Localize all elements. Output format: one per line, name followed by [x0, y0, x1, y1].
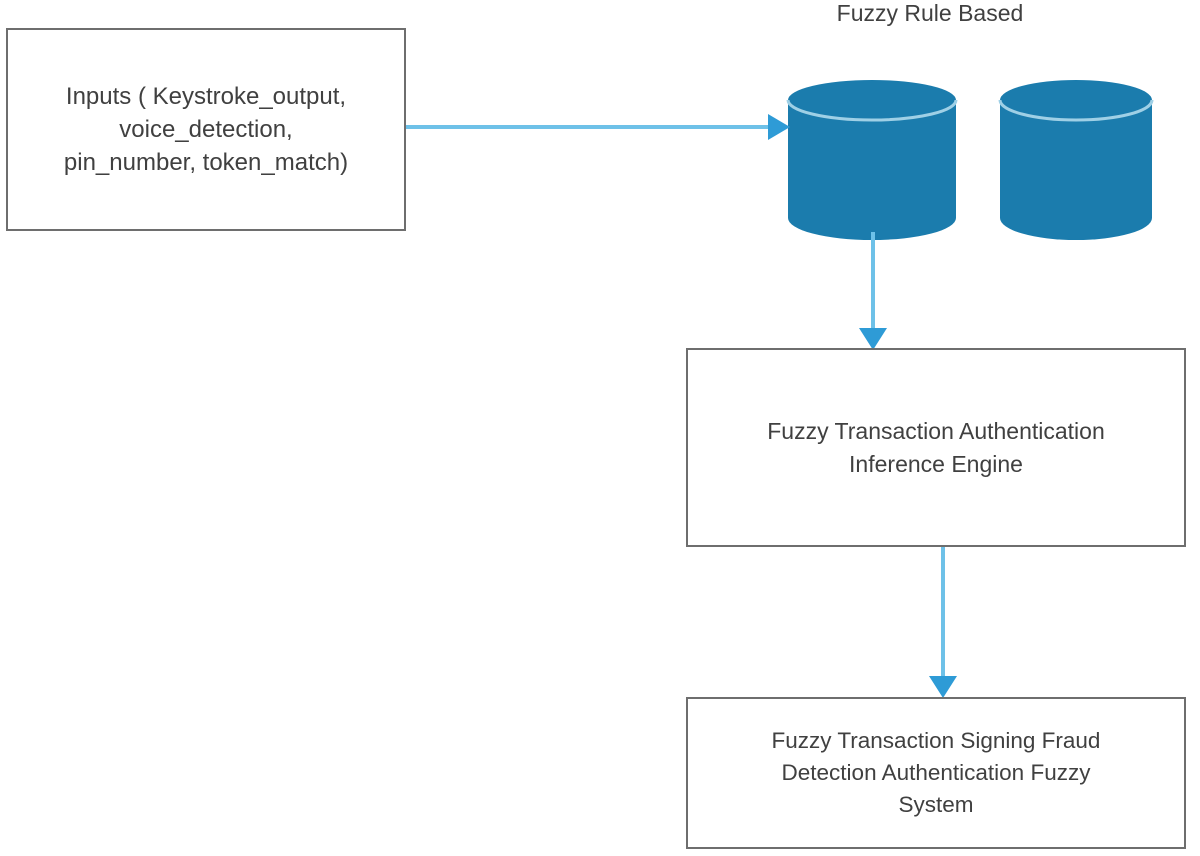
fuzzy-rule-based-title: Fuzzy Rule Based [836, 0, 1024, 26]
database-cylinder-1[interactable] [786, 78, 958, 240]
fuzzy-system-output-box-label: Fuzzy Transaction Signing Fraud Detectio… [771, 728, 1101, 817]
connector-inputs-to-database [406, 110, 790, 144]
inputs-box[interactable]: Inputs ( Keystroke_output, voice_detecti… [6, 28, 406, 231]
inference-engine-box-label: Fuzzy Transaction Authentication Inferen… [767, 417, 1105, 477]
fuzzy-system-output-box[interactable]: Fuzzy Transaction Signing Fraud Detectio… [686, 697, 1186, 849]
database-cylinder-2[interactable] [998, 78, 1154, 240]
inputs-box-label: Inputs ( Keystroke_output, voice_detecti… [63, 82, 349, 177]
inference-engine-box[interactable]: Fuzzy Transaction Authentication Inferen… [686, 348, 1186, 547]
connector-engine-to-output [926, 546, 960, 698]
connector-database-to-engine [856, 232, 890, 350]
